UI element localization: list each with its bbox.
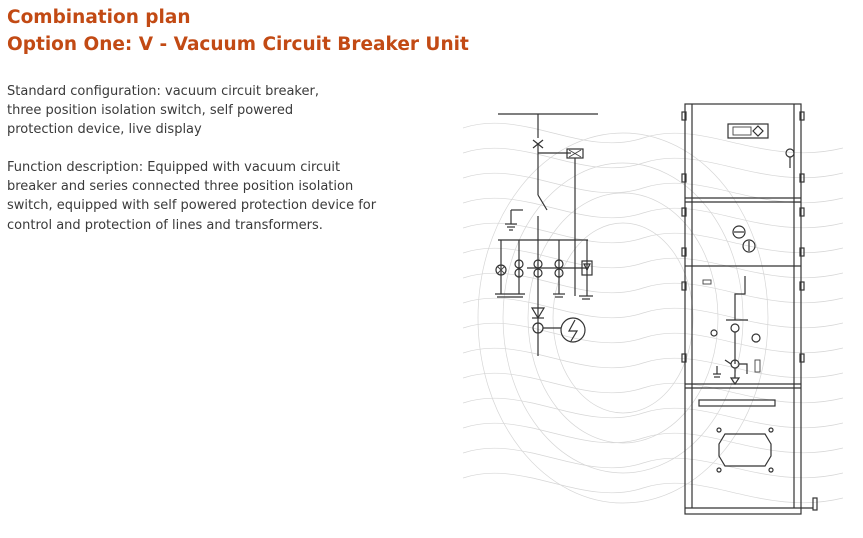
unit-illustration xyxy=(463,98,843,523)
background-wave-pattern xyxy=(463,122,843,504)
page-subtitle: Option One: V - Vacuum Circuit Breaker U… xyxy=(7,34,469,55)
switchgear-cabinet xyxy=(681,103,818,515)
page-title: Combination plan xyxy=(7,7,191,28)
function-description-text: Function description: Equipped with vacu… xyxy=(7,160,377,233)
standard-configuration-text: Standard configuration: vacuum circuit b… xyxy=(7,84,319,138)
single-line-diagram xyxy=(495,113,598,356)
